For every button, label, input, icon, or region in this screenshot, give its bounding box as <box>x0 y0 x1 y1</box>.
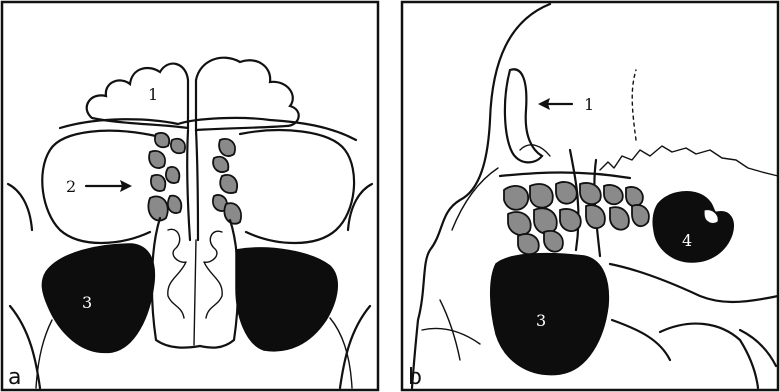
sphenoid-sinus <box>653 192 733 262</box>
maxillary-sinus-right <box>236 248 337 351</box>
label-ethmoid-cells: 2 <box>66 177 76 196</box>
suture-vertical <box>632 70 636 140</box>
panel-a-frame <box>2 2 378 390</box>
nasal-cavity-right <box>200 220 238 348</box>
ethmoid-cells-right <box>213 139 241 224</box>
panel-a: 1 2 3 a <box>0 0 380 392</box>
mouth-line <box>422 329 480 344</box>
skull-right-contour <box>348 184 372 230</box>
label-frontal-sinus: 1 <box>584 95 594 114</box>
orbit-roof <box>500 173 630 179</box>
palate-line <box>610 264 778 302</box>
label-maxillary-sinus: 3 <box>536 311 546 330</box>
orbit-right <box>240 130 354 243</box>
turbinate-left <box>168 229 186 318</box>
nasal-septum-left <box>187 130 190 240</box>
label-sphenoid-sinus: 4 <box>682 231 692 250</box>
jaw-line-1 <box>612 320 670 360</box>
frontal-diagram: 1 2 3 a <box>0 0 380 392</box>
mandible-curve <box>660 324 758 388</box>
lateral-diagram: 1 3 4 b <box>400 0 780 392</box>
label-frontal-sinus: 1 <box>148 85 158 104</box>
label-maxillary-sinus: 3 <box>82 293 92 312</box>
panel-letter-b: b <box>408 365 422 390</box>
maxillary-sinus-left <box>42 244 154 352</box>
panel-b: 1 3 4 b <box>400 0 780 392</box>
turbinate-right <box>204 231 222 318</box>
nasal-bone-line <box>452 168 498 230</box>
skull-left-contour <box>8 184 32 230</box>
cranial-suture <box>600 146 778 176</box>
ethmoid-cells-left <box>148 133 185 221</box>
nasal-cavity-left <box>152 218 200 348</box>
nasal-septum-right <box>196 130 198 240</box>
frontal-sinus <box>505 69 542 162</box>
maxillary-sinus <box>491 254 609 375</box>
panel-letter-a: a <box>8 365 21 390</box>
septum-lower <box>194 240 196 345</box>
